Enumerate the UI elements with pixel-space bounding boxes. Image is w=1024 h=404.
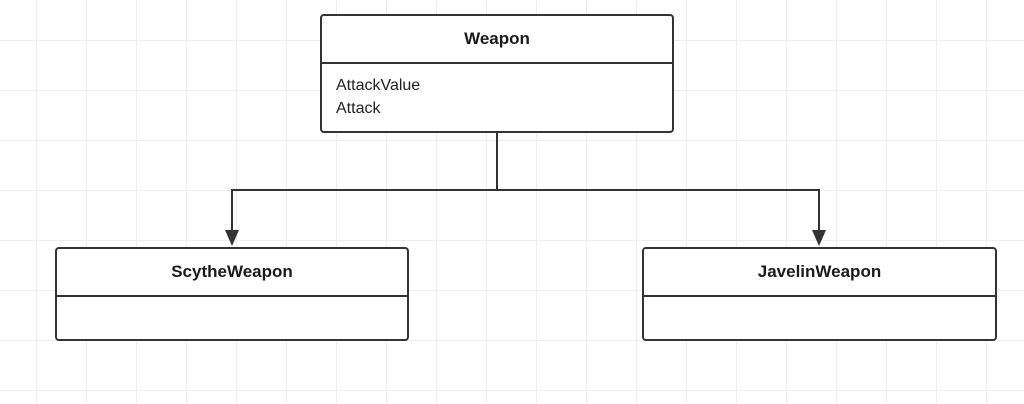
class-name-scythe-weapon: ScytheWeapon xyxy=(57,249,407,297)
class-box-scythe-weapon[interactable]: ScytheWeapon xyxy=(55,247,409,341)
class-name-javelin-weapon: JavelinWeapon xyxy=(644,249,995,297)
arrowhead-javelin xyxy=(812,230,826,246)
class-members-scythe-weapon xyxy=(57,297,407,339)
class-members-javelin-weapon xyxy=(644,297,995,339)
class-name-weapon: Weapon xyxy=(322,16,672,64)
class-box-javelin-weapon[interactable]: JavelinWeapon xyxy=(642,247,997,341)
member-attack: Attack xyxy=(336,100,381,117)
class-box-weapon[interactable]: Weapon AttackValue Attack xyxy=(320,14,674,133)
connector-weapon-to-javelin[interactable] xyxy=(497,189,820,233)
arrowhead-scythe xyxy=(225,230,239,246)
connector-weapon-to-scythe[interactable] xyxy=(231,189,497,233)
class-members-weapon: AttackValue Attack xyxy=(322,64,672,131)
member-attack-value: AttackValue xyxy=(336,77,421,94)
